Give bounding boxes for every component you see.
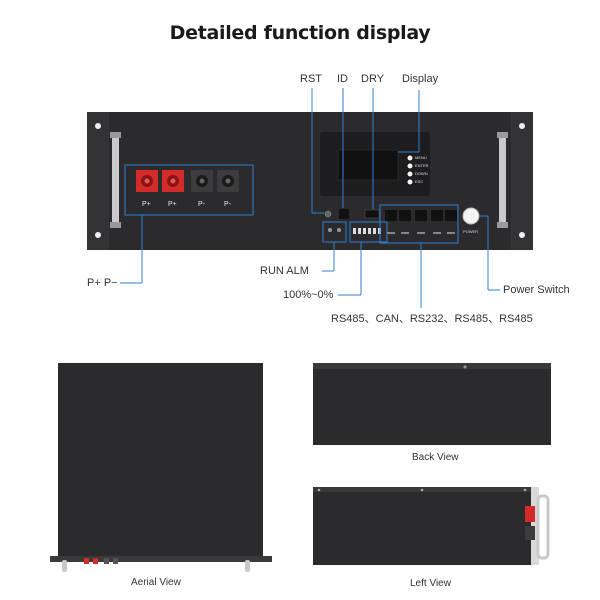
can-port — [399, 210, 411, 221]
left-handle-icon — [112, 135, 119, 225]
run-alm-callout: RUN ALM — [260, 265, 309, 277]
rs485-port-2 — [431, 210, 443, 221]
enter-button-label: ENTER — [415, 163, 429, 168]
comm-ports-callout: RS485、CAN、RS232、RS485、RS485 — [331, 313, 533, 325]
terminal-label-4: P- — [224, 201, 231, 208]
terminal-label-2: P+ — [168, 201, 177, 208]
left-view-image — [313, 487, 531, 565]
power-switch-callout: Power Switch — [503, 284, 570, 296]
left-mounting-ear — [87, 112, 109, 250]
back-view-image — [313, 363, 551, 445]
left-view-caption: Left View — [410, 578, 451, 589]
rst-callout: RST — [300, 73, 322, 85]
esc-button-label: ESC — [415, 179, 424, 184]
rs232-port — [415, 210, 427, 221]
right-mounting-ear — [511, 112, 533, 250]
aerial-view-caption: Aerial View — [131, 577, 181, 588]
dry-contact-icon — [364, 209, 380, 219]
soc-callout: 100%~0% — [283, 289, 334, 301]
id-switch-icon — [339, 209, 349, 219]
lcd-screen — [337, 149, 399, 181]
down-button-label: DOWN — [415, 171, 428, 176]
rst-button-icon — [324, 210, 332, 218]
rs485-port-3 — [445, 210, 457, 221]
terminal-label-3: P- — [198, 201, 205, 208]
dry-callout: DRY — [361, 73, 385, 85]
menu-button-label: MENU — [415, 155, 427, 160]
power-label: POWER — [463, 229, 479, 234]
power-switch-icon — [462, 207, 480, 225]
display-callout: Display — [402, 73, 439, 85]
back-view-caption: Back View — [412, 452, 459, 463]
page-title: Detailed function display — [169, 22, 431, 44]
chassis-front — [87, 112, 533, 250]
terminal-label-1: P+ — [142, 201, 151, 208]
terminals-callout: P+ P− — [87, 277, 118, 289]
id-callout: ID — [337, 73, 348, 85]
right-handle-icon — [499, 135, 506, 225]
aerial-view-image — [58, 363, 263, 558]
rs485-port-1 — [385, 210, 397, 221]
